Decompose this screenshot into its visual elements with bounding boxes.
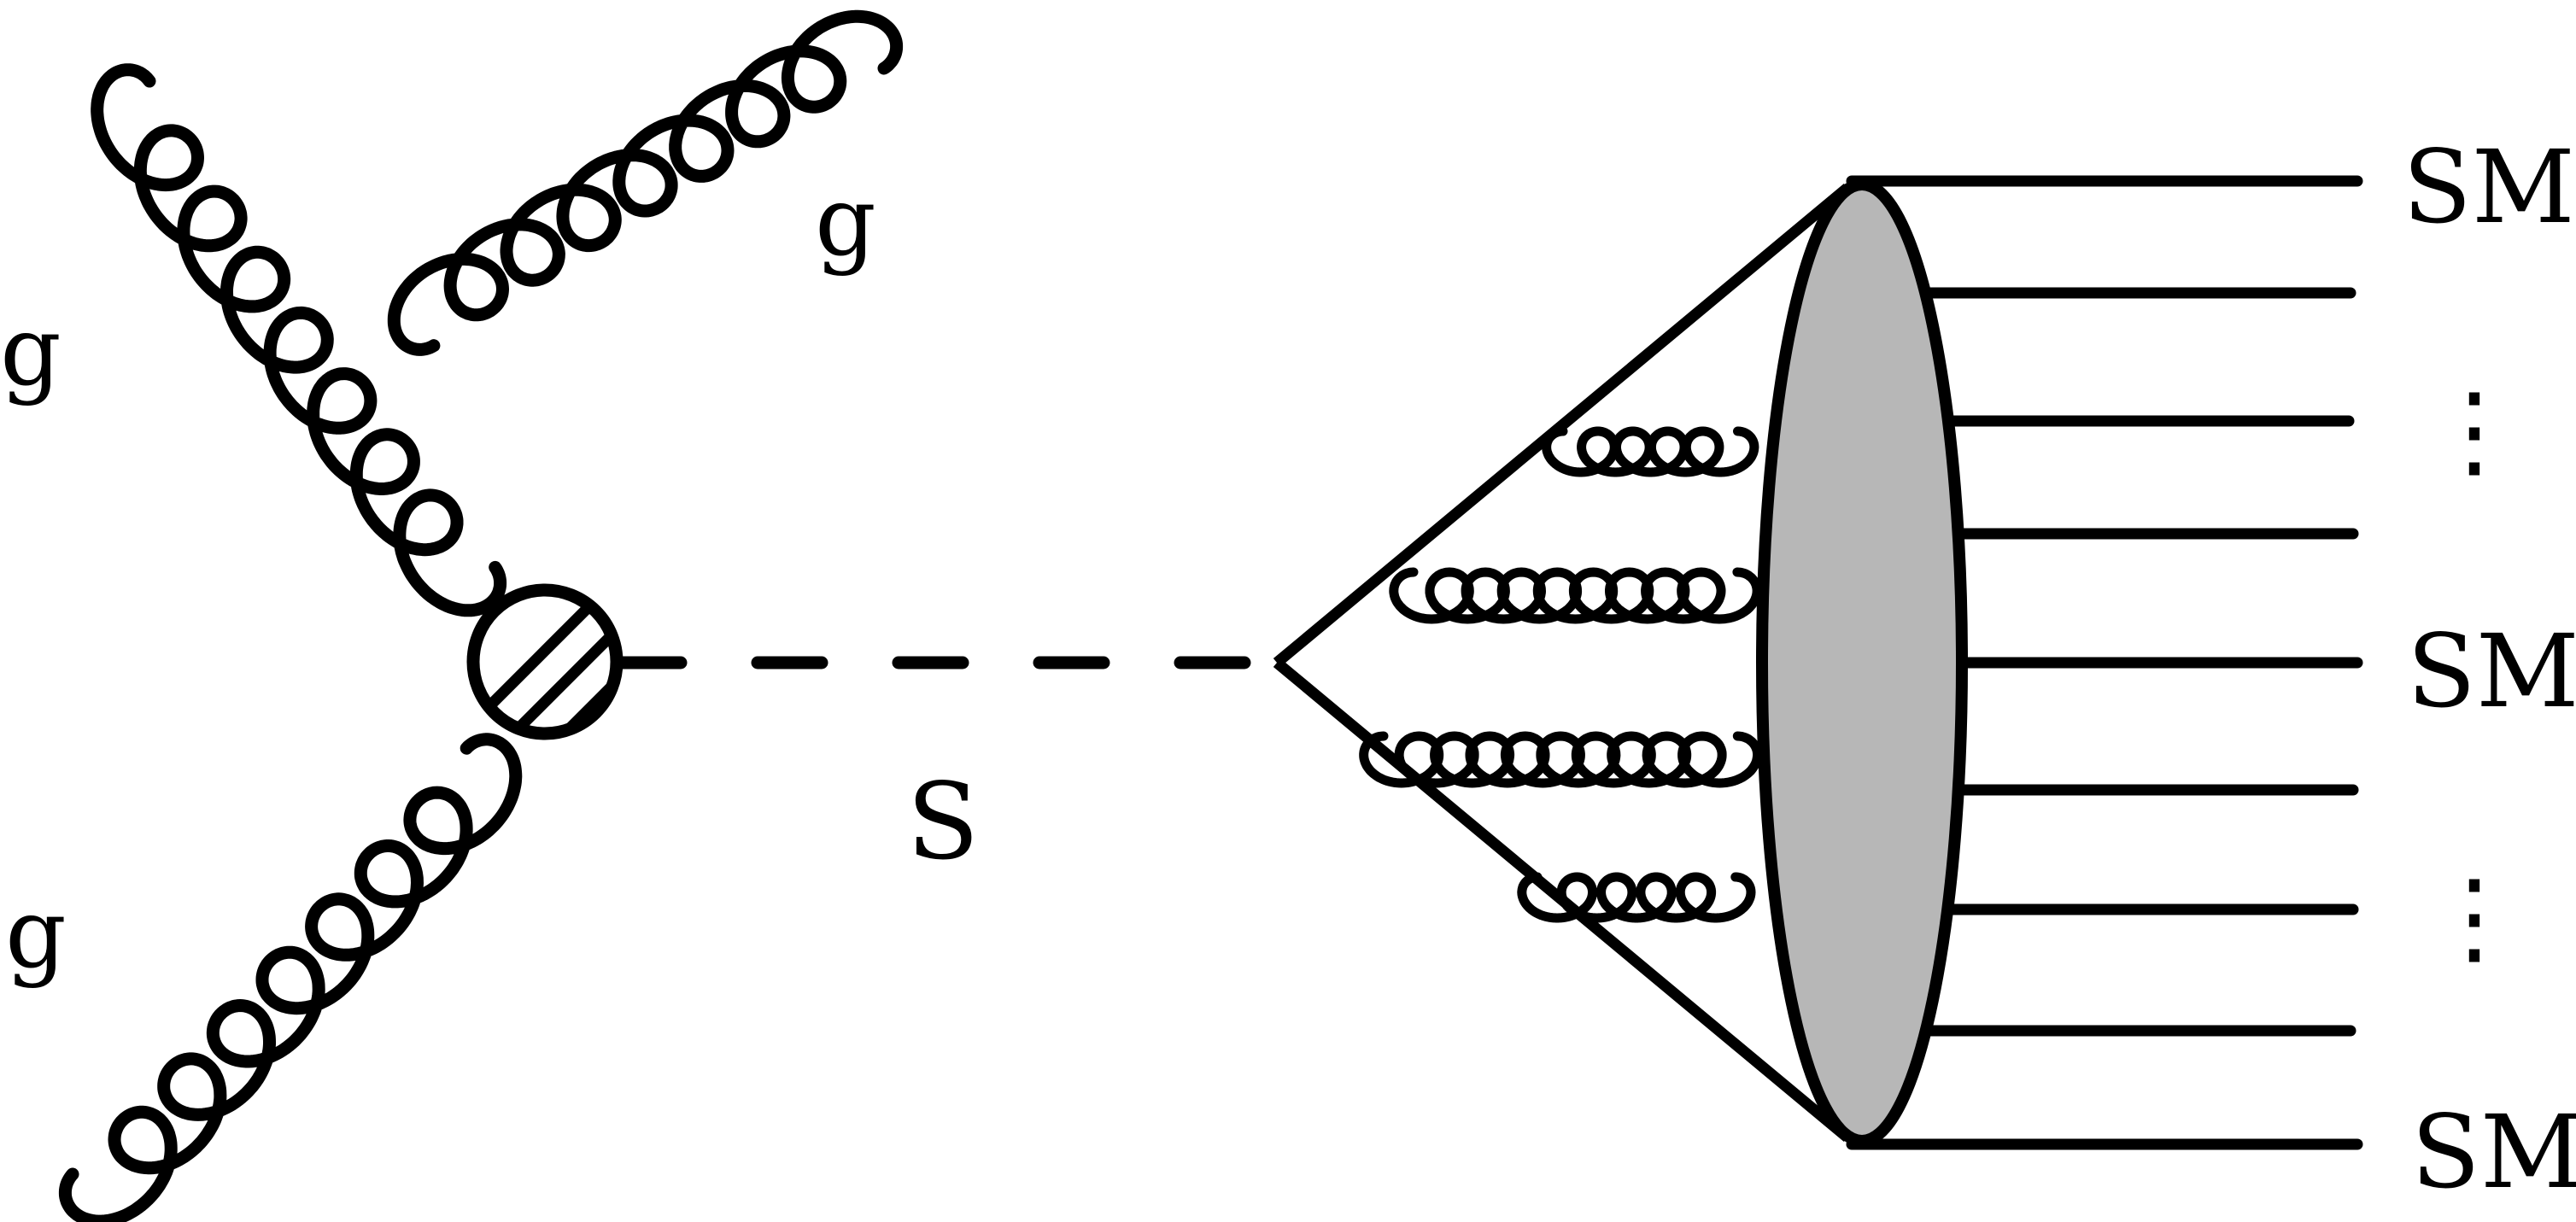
vertex-circle (466, 583, 624, 740)
gluon-label-lower-left: g (5, 879, 67, 990)
gluon-upper-right (387, 9, 904, 356)
gluon-internal-1 (1542, 426, 1759, 477)
sm-label-top: SM (2403, 128, 2575, 246)
gluon-internal-3 (1359, 731, 1763, 788)
vertex-hatch-line (473, 590, 617, 734)
effective-vertex (466, 583, 624, 740)
cone-lower-edge (1273, 658, 1852, 1142)
gluon-lines (58, 9, 1763, 1222)
hadronization-blob (1756, 178, 1968, 1147)
ellipsis-dots-upper: ⋮ (2423, 371, 2526, 490)
ellipsis-dots-lower: ⋮ (2423, 858, 2526, 977)
gluon-upper-left (91, 63, 507, 617)
gluon-label-upper-left: g (0, 296, 61, 407)
vertex-hatch-line (500, 619, 617, 734)
sm-label-middle: SM (2407, 612, 2576, 730)
gluon-label-upper-right: g (815, 167, 876, 278)
gluon-internal-4 (1517, 872, 1756, 923)
gluon-lower-left (58, 733, 523, 1222)
sm-output-lines (1846, 175, 2363, 1150)
scalar-label: S (907, 761, 980, 884)
gluon-internal-2 (1389, 567, 1762, 624)
cone-upper-edge (1273, 184, 1852, 667)
sm-label-bottom: SM (2411, 1093, 2576, 1211)
